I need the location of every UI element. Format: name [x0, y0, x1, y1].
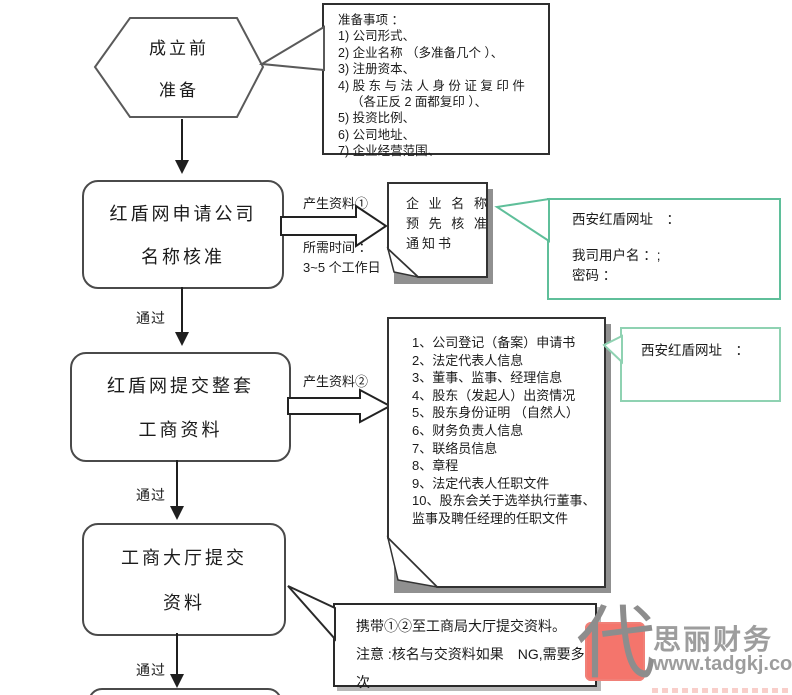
step2-submit-materials-box: 红盾网提交整套 工商资料	[70, 352, 291, 462]
website-credentials-callout: 西安红盾网址 ： 我司用户名 ：; 密码 ：	[547, 198, 781, 300]
prep-items-callout: 准备事项 ： 1) 公司形式、 2) 企业名称 （多准备几个 ）、 3) 注册资…	[322, 3, 550, 158]
doc1-line2: 预 先 核 准	[406, 216, 490, 231]
prep-item: 5) 投资比例、	[338, 111, 416, 126]
doc1-notice-text: 企 业 名 称 预 先 核 准 通知书	[406, 194, 490, 254]
website-line: 西安红盾网址 ：	[572, 212, 680, 227]
hexagon-label: 成立前 准备	[95, 18, 263, 117]
submit-note-callout: 携带①②至工商局大厅提交资料。 注意 :核名与交资料如果 NG,需要多次 提交。	[333, 603, 597, 690]
arrowhead-1	[175, 160, 189, 174]
watermark-brand-name: 思丽财务	[653, 624, 774, 655]
step1-line2: 名称核准	[141, 247, 225, 268]
pass-label-2: 通过	[136, 487, 166, 503]
watermark-seal-character: 代	[576, 597, 656, 690]
website-line-2: 西安红盾网址 ：	[641, 343, 749, 358]
step1-line1: 红盾网申请公司	[109, 203, 257, 224]
watermark-url: www.tadgkj.com	[653, 653, 792, 675]
prep-item: 6) 公司地址、	[338, 127, 416, 142]
doc2-item: 3、董事、监事、经理信息	[412, 370, 563, 386]
website-callout-2: 西安红盾网址 ：	[620, 327, 781, 402]
note-line2: 注意 :核名与交资料如果 NG,需要多次	[356, 646, 585, 690]
time-needed-label: 所需时间 ：	[303, 240, 372, 255]
doc2-item: 10、股东会关于选举执行董事、监事及聘任经理的任职文件	[412, 493, 596, 526]
prep-title: 准备事项 ：	[338, 13, 404, 27]
username-line: 我司用户名 ：;	[572, 248, 661, 263]
doc2-item: 2、法定代表人信息	[412, 352, 524, 368]
prep-item: 3) 注册资本、	[338, 62, 416, 77]
prep-item: 4) 股 东 与 法 人 身 份 证 复 印 件	[338, 78, 525, 93]
doc2-item: 9、法定代表人任职文件	[412, 475, 550, 491]
arrowhead-3	[170, 506, 184, 520]
doc1-line3: 通知书	[406, 236, 455, 251]
produce2-label: 产生资料②	[303, 374, 369, 389]
note-callout-wedge	[287, 585, 336, 642]
step3-line1: 工商大厅提交	[121, 548, 247, 568]
doc2-item: 1、公司登记（备案）申请书	[412, 335, 576, 350]
watermark-seal	[585, 622, 645, 681]
doc2-item: 5、股东身份证明 （自然人）	[412, 405, 579, 421]
doc2-item: 8、章程	[412, 458, 459, 474]
block-arrow-produce2	[287, 388, 393, 424]
callout1-wedge	[494, 197, 550, 243]
doc2-item: 4、股东（发起人）出资情况	[412, 387, 576, 403]
pass-label-1: 通过	[136, 310, 166, 326]
arrowhead-2	[175, 332, 189, 346]
prep-item: 2) 企业名称 （多准备几个 ）、	[338, 45, 504, 60]
step3-hall-submit-box: 工商大厅提交 资料	[82, 523, 286, 636]
hexagon-line2: 准备	[159, 80, 199, 100]
arrowhead-4	[170, 674, 184, 688]
prep-callout-wedge	[258, 25, 325, 72]
pass-label-3: 通过	[136, 662, 166, 678]
step2-line1: 红盾网提交整套	[107, 376, 254, 396]
password-line: 密码 ：	[572, 268, 617, 283]
step1-name-check-box: 红盾网申请公司 名称核准	[82, 180, 284, 289]
prep-item: 1) 公司形式、	[338, 29, 416, 44]
doc2-materials-list: 1、公司登记（备案）申请书 2、法定代表人信息 3、董事、监事、经理信息 4、股…	[412, 334, 596, 528]
prep-item: （各正反 2 面都复印 ）、	[351, 95, 488, 110]
watermark-artifact-streak	[652, 688, 792, 693]
doc2-fold-corner	[386, 535, 440, 589]
note-line1: 携带①②至工商局大厅提交资料。	[356, 618, 566, 634]
hexagon-line1: 成立前	[149, 39, 209, 59]
produce1-label: 产生资料①	[303, 196, 369, 211]
doc2-item: 6、财务负责人信息	[412, 422, 524, 438]
next-step-box-partial	[88, 688, 282, 695]
time-needed-value: 3~5 个工作日	[303, 260, 381, 275]
step3-line2: 资料	[163, 593, 205, 613]
prep-item: 7) 企业经营范围、	[338, 144, 441, 159]
doc2-item: 7、联络员信息	[412, 440, 498, 456]
doc1-line1: 企 业 名 称	[406, 196, 490, 211]
step2-line2: 工商资料	[138, 420, 223, 440]
